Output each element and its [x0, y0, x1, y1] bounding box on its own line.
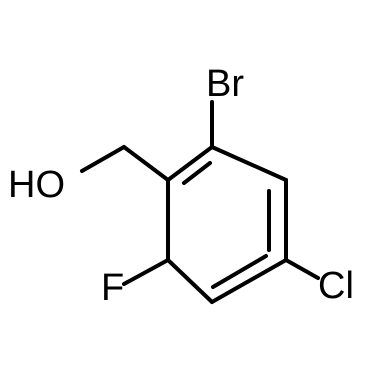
fluorine-label: F [101, 267, 124, 309]
bond-ch2-to-oxygen [80, 145, 126, 173]
benzene-ring [166, 145, 288, 304]
ring-bond-c2-c3 [210, 145, 288, 182]
bond-to-fluorine [122, 258, 170, 286]
hydroxyl-label: HO [8, 164, 65, 206]
bond-ring-to-ch2 [122, 145, 170, 182]
ring-inner-double-bond-bottom [211, 254, 268, 289]
ring-bond-c1-c2 [166, 145, 214, 182]
ring-bond-c4-c5 [210, 258, 288, 304]
ring-inner-double-bond-top [182, 161, 212, 185]
bromine-label: Br [206, 63, 244, 105]
bond-to-chlorine [284, 258, 320, 280]
ring-bond-c5-c6 [166, 258, 214, 304]
chlorine-label: Cl [318, 265, 354, 307]
substituent-bonds [80, 100, 320, 286]
